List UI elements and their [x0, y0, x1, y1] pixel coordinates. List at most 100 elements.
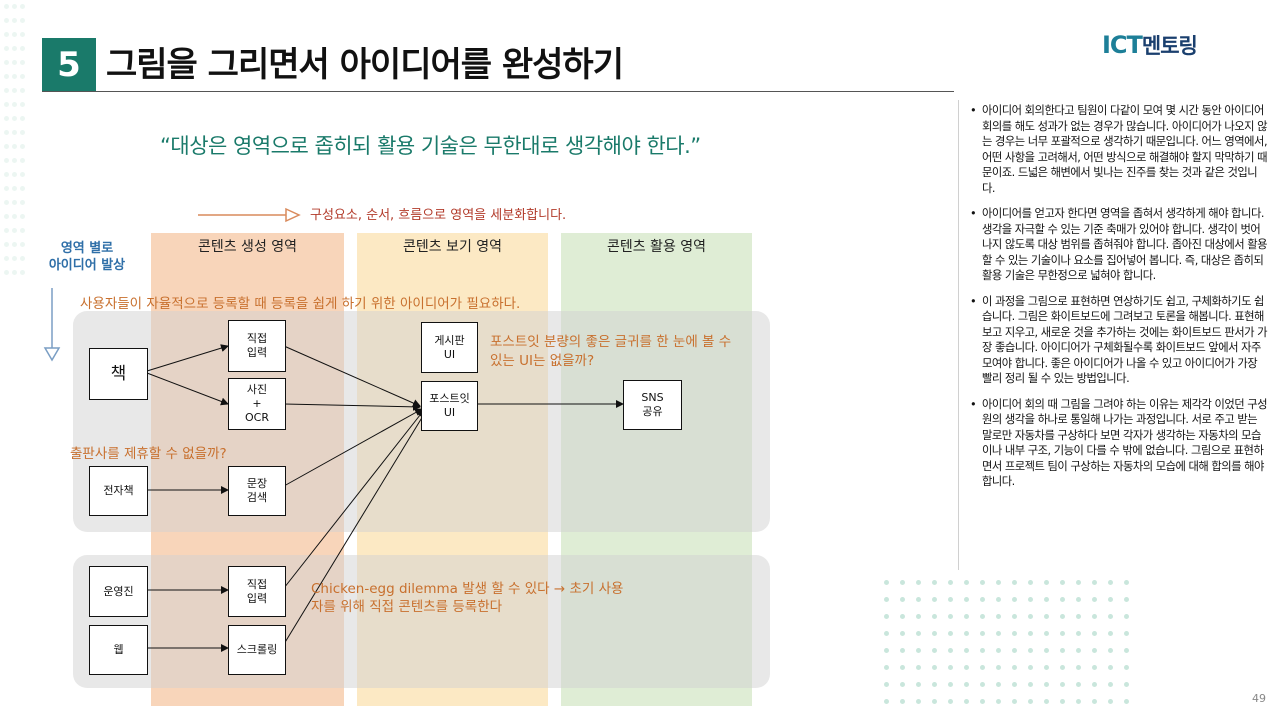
decorative-dot [980, 699, 985, 704]
decorative-dot [916, 631, 921, 636]
decorative-dot [1028, 580, 1033, 585]
decorative-dot [1028, 631, 1033, 636]
brand-logo: ICT멘토링 [1102, 30, 1198, 60]
bullet-item: • 아이디어 회의 때 그림을 그려야 하는 이유는 제각각 이었던 구성원의 생… [968, 397, 1268, 490]
decorative-dot [1012, 699, 1017, 704]
note-chicken-egg-line2: 자를 위해 직접 콘텐츠를 등록한다 [311, 599, 503, 615]
decorative-dot [1044, 597, 1049, 602]
decorative-dot [980, 597, 985, 602]
flow-label: 구성요소, 순서, 흐름으로 영역을 세분화합니다. [310, 208, 567, 223]
bullet-item: •이 과정을 그림으로 표현하면 연상하기도 쉽고, 구체화하기도 쉽습니다. … [968, 294, 1268, 387]
decorative-dot [996, 665, 1001, 670]
decorative-dot [1012, 614, 1017, 619]
decorative-dot [884, 648, 889, 653]
edge-book-direct-input [146, 344, 229, 372]
decorative-dot [1012, 648, 1017, 653]
decorative-dot [1108, 597, 1113, 602]
decorative-dot [948, 699, 953, 704]
decorative-dot [1092, 665, 1097, 670]
node-postit-ui-line2: UI [443, 406, 456, 419]
decorative-dot [1060, 631, 1065, 636]
decorative-dot [996, 597, 1001, 602]
brand-logo-mentoring: 멘토링 [1141, 34, 1198, 58]
decorative-dot [996, 631, 1001, 636]
decorative-dot [884, 597, 889, 602]
decorative-dot [900, 580, 905, 585]
decorative-dot [1044, 580, 1049, 585]
decorative-dot [932, 631, 937, 636]
decorative-dot [1108, 614, 1113, 619]
decorative-dot [1060, 682, 1065, 687]
decorative-dot [884, 699, 889, 704]
node-web-label: 웹 [113, 643, 124, 656]
bullet-text: 아이디어 회의 때 그림을 그려야 하는 이유는 제각각 이었던 구성원의 생각… [982, 397, 1268, 489]
decorative-dot [932, 597, 937, 602]
decorative-dot [1060, 597, 1065, 602]
note-voluntary-registration: 사용자들이 자율적으로 등록할 때 등록을 쉽게 하기 위한 아이디어가 필요하… [80, 296, 521, 312]
decorative-dot [980, 614, 985, 619]
decorative-dot [1060, 614, 1065, 619]
decorative-dot [900, 631, 905, 636]
decorative-dot [980, 631, 985, 636]
decorative-dot [964, 597, 969, 602]
vertical-label-line1: 영역 별로 [60, 241, 114, 256]
decorative-dot [916, 699, 921, 704]
node-postit-ui: 포스트잇 UI [421, 381, 478, 431]
node-photo-ocr-line2: + [252, 397, 262, 410]
decorative-dot [964, 614, 969, 619]
bullet-dot-icon: • [970, 104, 977, 117]
vertical-label-line2: 아이디어 발상 [48, 258, 126, 273]
decorative-dot [1092, 648, 1097, 653]
decorative-dot [948, 682, 953, 687]
note-publisher: 출판사를 제휴할 수 없을까? [70, 446, 227, 462]
vertical-label: 영역 별로 아이디어 발상 [38, 240, 136, 274]
decorative-dot [1124, 682, 1129, 687]
decorative-dot [980, 682, 985, 687]
node-web: 웹 [89, 625, 148, 675]
decorative-dot [1124, 648, 1129, 653]
decorative-dot [948, 631, 953, 636]
decorative-dot [900, 614, 905, 619]
decorative-dot [1060, 665, 1065, 670]
decorative-dot [996, 614, 1001, 619]
decorative-dot [932, 580, 937, 585]
decorative-dot [964, 648, 969, 653]
decorative-dot [1124, 597, 1129, 602]
bullet-dot-icon: • [970, 207, 977, 220]
node-board-ui-line1: 게시판 [434, 333, 465, 347]
note-chicken-egg-line1: Chicken-egg dilemma 발생 할 수 있다 → 초기 사용 [311, 581, 624, 597]
node-sentence-search-line1: 문장 [246, 477, 268, 490]
flow-arrow [198, 207, 301, 223]
decorative-dot [948, 597, 953, 602]
node-operator: 운영진 [89, 566, 148, 617]
decorative-dot [964, 699, 969, 704]
note-postit-ui-line1: 포스트잇 분량의 좋은 글귀를 한 눈에 볼 수 [490, 334, 732, 350]
decorative-dot [1028, 682, 1033, 687]
node-board-ui: 게시판 UI [421, 322, 478, 373]
node-sns-share: SNS 공유 [623, 380, 682, 430]
bullet-dot-icon: • [970, 397, 977, 411]
decorative-dot [1060, 648, 1065, 653]
node-book-label: 책 [110, 364, 127, 384]
node-operator-label: 운영진 [103, 584, 134, 598]
node-photo-ocr: 사진 + OCR [228, 378, 286, 430]
node-scrolling-label: 스크롤링 [236, 643, 278, 656]
edge-book-photo-ocr [146, 372, 229, 406]
decorative-dot [916, 614, 921, 619]
decorative-dot [948, 614, 953, 619]
node-sns-share-line1: SNS [641, 391, 664, 404]
decorative-dot [1028, 597, 1033, 602]
decorative-dot [964, 631, 969, 636]
decorative-dot [1108, 648, 1113, 653]
decorative-dot [1092, 631, 1097, 636]
decorative-dot [1028, 699, 1033, 704]
decorative-dot [884, 631, 889, 636]
decorative-dot [964, 682, 969, 687]
decorative-dot [932, 614, 937, 619]
down-arrow [43, 288, 61, 362]
decorative-dot [932, 648, 937, 653]
node-sentence-search-line2: 검색 [246, 491, 268, 504]
node-sentence-search: 문장 검색 [228, 466, 286, 516]
decorative-dot [1124, 699, 1129, 704]
column-header-usage: 콘텐츠 활용 영역 [606, 239, 707, 255]
